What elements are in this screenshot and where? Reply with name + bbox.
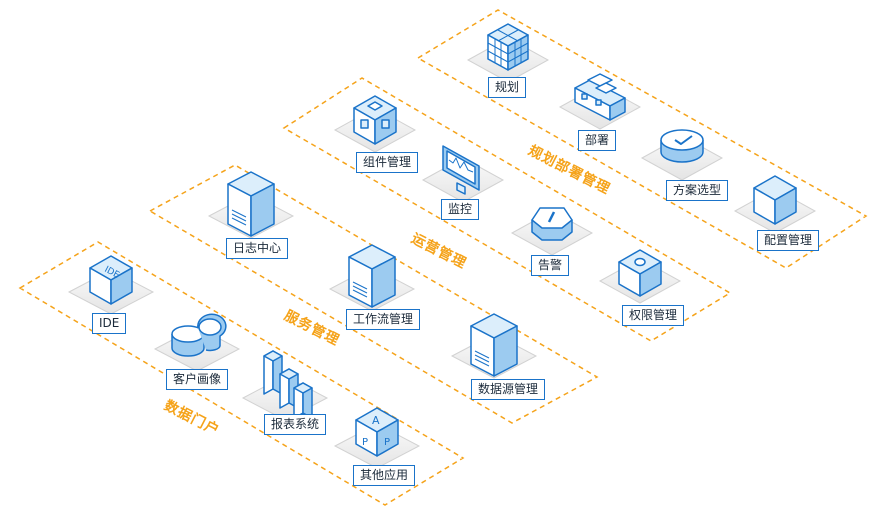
app-letter-a: A	[372, 414, 380, 427]
monitor-icon	[442, 145, 480, 195]
datasource-server-icon	[470, 313, 518, 377]
node-label-config-management: 配置管理	[757, 230, 820, 251]
workflow-server-icon	[348, 244, 396, 308]
ide-cube-icon: IDE	[89, 255, 133, 305]
group-boundary-portal	[18, 241, 465, 506]
alert-prism-icon	[531, 207, 573, 241]
cube-grid-icon	[487, 23, 529, 71]
node-label-monitor: 监控	[441, 199, 480, 220]
node-label-alert: 告警	[531, 255, 570, 276]
component-cube-icon	[353, 95, 397, 145]
report-bars-icon	[263, 350, 313, 419]
deploy-blocks-icon	[574, 73, 626, 121]
group-boundary-ops	[282, 77, 732, 342]
node-label-scheme-selection: 方案选型	[666, 180, 729, 201]
group-boundary-service	[148, 164, 599, 424]
node-label-planning: 规划	[488, 77, 527, 98]
node-label-workflow-management: 工作流管理	[346, 309, 421, 330]
node-label-datasource-management: 数据源管理	[471, 379, 546, 400]
app-cube-icon: A P P	[355, 407, 399, 457]
selection-cylinder-icon	[660, 129, 704, 163]
log-server-icon	[227, 171, 275, 237]
node-label-permission-management: 权限管理	[622, 305, 685, 326]
user-portrait-icon	[171, 313, 227, 357]
group-boundary-planning	[416, 9, 868, 269]
node-label-log-center: 日志中心	[226, 238, 289, 259]
node-label-other-apps: 其他应用	[353, 465, 416, 486]
node-label-deploy: 部署	[578, 130, 617, 151]
node-label-ide: IDE	[92, 313, 127, 334]
config-cube-icon	[753, 175, 797, 225]
lock-cube-icon	[618, 249, 662, 297]
node-label-customer-portrait: 客户画像	[166, 369, 229, 390]
node-label-report-system: 报表系统	[264, 414, 327, 435]
node-label-component-management: 组件管理	[356, 152, 419, 173]
app-letter-p-right: P	[384, 437, 390, 448]
app-letter-p-left: P	[362, 437, 368, 448]
